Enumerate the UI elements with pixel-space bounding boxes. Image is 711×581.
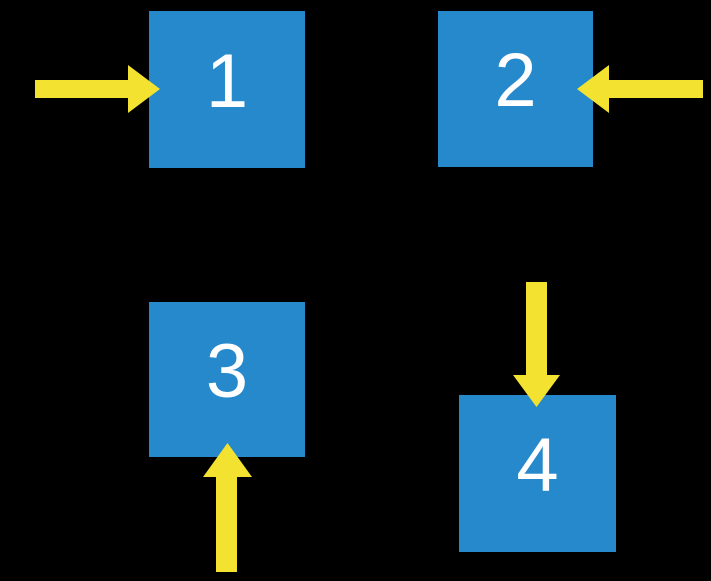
arrow-right-icon [35,65,160,113]
box-3: 3 [149,302,305,457]
arrow-left-icon [577,65,703,113]
box-3-label: 3 [205,328,249,414]
box-1: 1 [149,11,305,168]
box-4-label: 4 [516,422,559,508]
box-2: 2 [438,11,593,167]
box-4: 4 [459,395,616,552]
box-2-label: 2 [494,38,537,123]
arrow-down-icon [513,282,560,407]
arrow-up-icon [203,443,252,572]
box-1-label: 1 [205,38,249,124]
